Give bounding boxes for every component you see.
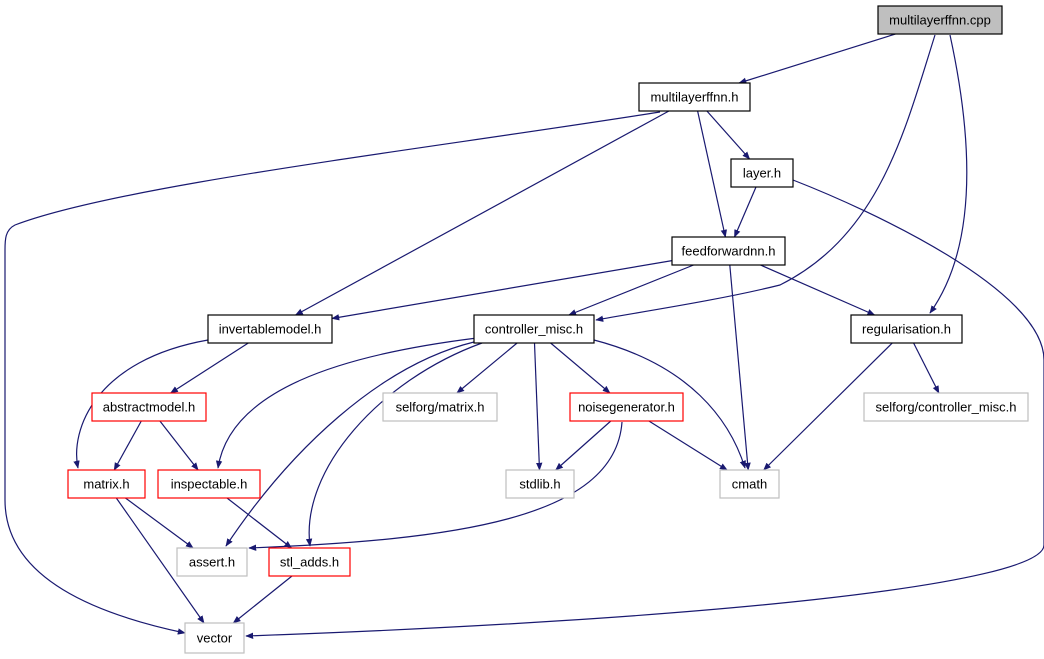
node-vector: vector xyxy=(184,622,245,654)
node-invertablemodel-h[interactable]: invertablemodel.h xyxy=(207,314,333,344)
node-box xyxy=(176,547,248,577)
node-label: noisegenerator.h xyxy=(578,400,675,415)
node-label: multilayerffnn.cpp xyxy=(889,13,991,28)
node-assert-h: assert.h xyxy=(176,547,248,577)
edge-multilayerffnn-h-to-invertablemodel-h xyxy=(294,110,670,316)
edge-multilayerffnn-cpp-to-controller-misc-h xyxy=(595,34,936,322)
edge-feedforwardnn-h-to-regularisation-h xyxy=(760,264,876,316)
node-box xyxy=(268,547,351,577)
edge-controller-misc-h-to-stl-adds-h xyxy=(305,342,483,547)
node-box xyxy=(67,469,146,499)
node-box xyxy=(184,622,245,654)
edge-regularisation-h-to-cmath xyxy=(763,342,893,471)
edge-controller-misc-h-to-assert-h xyxy=(225,341,475,547)
node-stl-adds-h[interactable]: stl_adds.h xyxy=(268,547,351,577)
node-stdlib-h: stdlib.h xyxy=(505,469,575,499)
node-box xyxy=(91,392,207,422)
edge-layer-h-to-feedforwardnn-h xyxy=(733,186,757,238)
node-box xyxy=(473,314,595,344)
node-matrix-h[interactable]: matrix.h xyxy=(67,469,146,499)
edges-layer xyxy=(4,33,1044,639)
node-label: multilayerffnn.h xyxy=(651,90,739,105)
node-feedforwardnn-h[interactable]: feedforwardnn.h xyxy=(671,236,786,266)
node-label: controller_misc.h xyxy=(485,322,583,337)
node-label: cmath xyxy=(732,477,767,492)
edge-feedforwardnn-h-to-controller-misc-h xyxy=(568,264,694,316)
edge-feedforwardnn-h-to-cmath xyxy=(729,264,751,471)
node-box xyxy=(730,158,794,188)
node-label: layer.h xyxy=(743,166,781,181)
edge-controller-misc-h-to-selforg-matrix-h xyxy=(456,342,518,394)
node-label: abstractmodel.h xyxy=(103,400,196,415)
edge-invertablemodel-h-to-abstractmodel-h xyxy=(170,342,249,394)
node-label: stl_adds.h xyxy=(280,555,339,570)
node-inspectable-h[interactable]: inspectable.h xyxy=(157,469,261,499)
nodes-layer: multilayerffnn.cpp multilayerffnn.h layer.… xyxy=(67,5,1029,654)
edge-abstractmodel-h-to-matrix-h xyxy=(113,420,142,471)
edge-multilayerffnn-h-to-vector xyxy=(4,111,661,635)
edge-noisegenerator-h-to-assert-h xyxy=(248,421,623,551)
edge-matrix-h-to-vector xyxy=(115,497,205,624)
node-label: selforg/matrix.h xyxy=(396,400,485,415)
edge-stl-adds-h-to-vector xyxy=(232,575,293,624)
edge-regularisation-h-to-selforg-controller-misc-h xyxy=(913,342,940,394)
node-selforg-matrix-h: selforg/matrix.h xyxy=(382,392,498,422)
edge-layer-h-to-vector xyxy=(245,179,1044,639)
node-label: feedforwardnn.h xyxy=(682,244,776,259)
edge-noisegenerator-h-to-stdlib-h xyxy=(555,420,612,471)
node-box xyxy=(569,392,684,422)
node-label: regularisation.h xyxy=(862,322,951,337)
edge-controller-misc-h-to-inspectable-h xyxy=(215,337,478,469)
node-selforg-controller-misc-h: selforg/controller_misc.h xyxy=(863,392,1029,422)
edge-feedforwardnn-h-to-invertablemodel-h xyxy=(331,260,673,321)
node-label: invertablemodel.h xyxy=(219,322,322,337)
node-box xyxy=(157,469,261,499)
node-box xyxy=(505,469,575,499)
node-box xyxy=(877,5,1003,35)
edge-matrix-h-to-assert-h xyxy=(125,497,194,549)
node-regularisation-h[interactable]: regularisation.h xyxy=(850,314,963,344)
node-layer-h[interactable]: layer.h xyxy=(730,158,794,188)
node-multilayerffnn-cpp: multilayerffnn.cpp xyxy=(877,5,1003,35)
edge-controller-misc-h-to-stdlib-h xyxy=(533,342,543,471)
edge-noisegenerator-h-to-cmath xyxy=(648,420,728,471)
node-multilayerffnn-h[interactable]: multilayerffnn.h xyxy=(638,82,751,112)
node-box xyxy=(719,469,780,499)
node-label: inspectable.h xyxy=(171,477,248,492)
node-label: assert.h xyxy=(189,555,235,570)
node-box xyxy=(671,236,786,266)
node-box xyxy=(850,314,963,344)
node-abstractmodel-h[interactable]: abstractmodel.h xyxy=(91,392,207,422)
edge-controller-misc-h-to-cmath xyxy=(593,339,746,469)
node-box xyxy=(382,392,498,422)
node-box xyxy=(863,392,1029,422)
node-controller-misc-h[interactable]: controller_misc.h xyxy=(473,314,595,344)
node-noisegenerator-h[interactable]: noisegenerator.h xyxy=(569,392,684,422)
edge-multilayerffnn-cpp-to-regularisation-h xyxy=(929,34,968,314)
node-label: selforg/controller_misc.h xyxy=(876,400,1017,415)
node-box xyxy=(638,82,751,112)
edge-abstractmodel-h-to-inspectable-h xyxy=(159,420,199,471)
edge-multilayerffnn-cpp-to-multilayerffnn-h xyxy=(738,33,896,84)
node-box xyxy=(207,314,333,344)
node-label: vector xyxy=(197,631,233,646)
edge-inspectable-h-to-stl-adds-h xyxy=(226,497,293,549)
edge-controller-misc-h-to-noisegenerator-h xyxy=(550,342,611,394)
node-label: stdlib.h xyxy=(519,477,560,492)
edge-multilayerffnn-h-to-feedforwardnn-h xyxy=(697,110,727,238)
edge-multilayerffnn-h-to-layer-h xyxy=(706,110,751,160)
node-cmath: cmath xyxy=(719,469,780,499)
node-label: matrix.h xyxy=(83,477,129,492)
